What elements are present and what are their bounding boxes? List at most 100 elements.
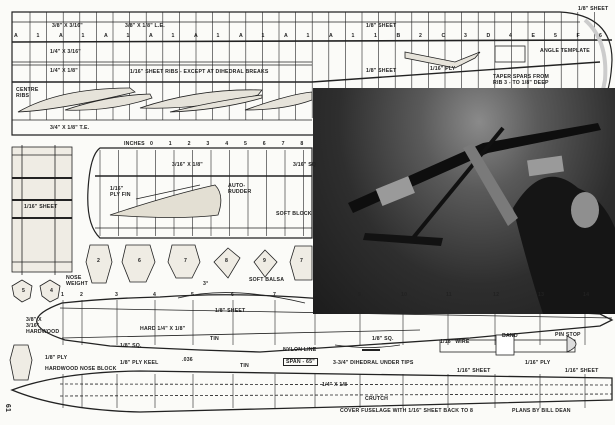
label-ply: 1/16" PLY [430,66,456,72]
photo-man-launching-glider [313,88,615,314]
man-arm [463,143,518,226]
man-head [571,192,599,228]
rib-station-label: 1 [81,33,85,39]
scale-tick-label: 3 [206,141,210,147]
rib-station-label: 1 [216,33,220,39]
former-label: 5 [22,288,26,294]
scale-tick-label: 5 [244,141,248,147]
label-fin-sheet: 1/16" SHEET [24,204,58,210]
former-label: 7 [300,258,304,264]
label-stab-sq: 3/16" SQ [293,162,317,168]
label-nose-weight: NOSE WEIGHT [66,275,88,287]
scale-tick-label: 4 [225,141,229,147]
scale-tick-label: 7 [281,141,285,147]
label-fin-ply: 1/16" PLY FIN [110,186,131,198]
label-angle-template: ANGLE TEMPLATE [540,48,590,54]
rib-station-label: B [396,33,401,39]
label-tin1: TIN [210,336,219,342]
rib-station-label: C [441,33,446,39]
label-soft-block: SOFT BLOCK [276,211,312,217]
station-label: 3 [115,292,119,298]
fuselage-formers [9,244,313,381]
rib-station-label: A [284,33,288,39]
station-label: 12 [493,292,500,298]
fuselage-side-view [36,292,614,353]
fuselage-top-view [10,370,613,413]
station-label: 7 [273,292,277,298]
rib-station-label: 1 [171,33,175,39]
station-label: 4 [153,292,157,298]
label-nose-block: HARDWOOD NOSE BLOCK [45,366,117,372]
rib-station-label: F [576,33,580,39]
rib-station-label: A [239,33,243,39]
label-sheet1: 1/8" SHEET [366,23,397,29]
rib-station-label: A [104,33,108,39]
label-longeron: 1/4" X 1/8 [322,382,348,388]
label-sq2: 1/8" SQ. [372,336,394,342]
scale-tick-label: 0 [150,141,154,147]
label-credit: PLANS BY BILL DEAN [512,408,571,414]
label-tip-sheet: 1/8" SHEET [578,6,609,12]
former-label: 9 [263,258,267,264]
label-wire2: 1/16" WIRE [440,339,470,345]
former-label: 7 [184,258,188,264]
tail-detail [334,334,577,356]
stabilizer-plan [87,147,313,239]
rib-station-label: 3 [464,33,468,39]
rib-station-label: 1 [126,33,130,39]
label-ribs-note: 1/16" SHEET RIBS - EXCEPT AT DIHEDRAL BR… [130,69,269,75]
wing-panel [527,155,564,177]
label-band: BAND [502,333,518,339]
label-auto-rudder: AUTO-RUDDER [228,183,252,195]
label-centre-ribs: CENTRE RIBS [16,87,39,99]
label-wire: .036 [182,357,193,363]
rib-station-label: A [329,33,333,39]
former-label: 4 [50,288,54,294]
glider-fuselage [411,126,505,240]
label-hard: HARD 1/4" X 1/8" [140,326,186,332]
former-label: 6 [138,258,142,264]
label-spar1: 1/4" X 3/16" [50,49,81,55]
page-number: 61 [4,403,12,413]
scale-tick-label: 1 [168,141,172,147]
rib-station-label: 2 [419,33,423,39]
label-dihedral: 3-3/4" DIHEDRAL UNDER TIPS [333,360,414,366]
station-label: 1 [61,292,65,298]
label-soft-balsa: SOFT BALSA [249,277,285,283]
label-le: 3/8" X 1/8" L.E. [125,23,165,29]
rib-station-label: 1 [351,33,355,39]
label-crutch: CRUTCH [365,396,389,402]
rib-station-label: E [531,33,536,39]
label-stab-spar: 3/16" X 1/8" [172,162,203,168]
former-label: 2 [97,258,101,264]
rib-station-label: 4 [509,33,513,39]
label-te: 3/4" X 1/8" T.E. [50,125,90,131]
label-spar2: 1/4" X 1/8" [50,68,78,74]
label-sheet16b: 1/16" SHEET [565,368,599,374]
rib-station-label: 6 [599,33,603,39]
label-tin2: TIN [240,363,249,369]
label-keel: 1/8" PLY KEEL [120,360,159,366]
label-angle: 3° [203,281,209,287]
label-pin-stop: PIN STOP [555,332,581,338]
wing-plan [11,11,613,136]
rib-station-label: A [194,33,198,39]
station-label: 11 [446,292,452,298]
station-label: 2 [80,292,84,298]
label-le-spar: 3/8" X 3/16" [52,23,83,29]
rib-station-label: A [149,33,153,39]
scale-tick-label: 2 [187,141,191,147]
label-nylon: NYLON LINE [283,347,317,353]
station-label: 5 [191,292,195,298]
scale-tick-label: 8 [300,141,304,147]
glider-stabilizer [363,233,443,246]
man-figure [513,176,615,314]
scale-tick-label: 6 [262,141,266,147]
label-inches: INCHES [124,141,145,147]
rib-station-label: A [59,33,63,39]
label-hardwood: 3/8" X 3/16" HARDWOOD [26,317,60,335]
rib-station-label: D [486,33,491,39]
label-sheet16a: 1/16" SHEET [457,368,491,374]
rib-station-label: 1 [261,33,265,39]
